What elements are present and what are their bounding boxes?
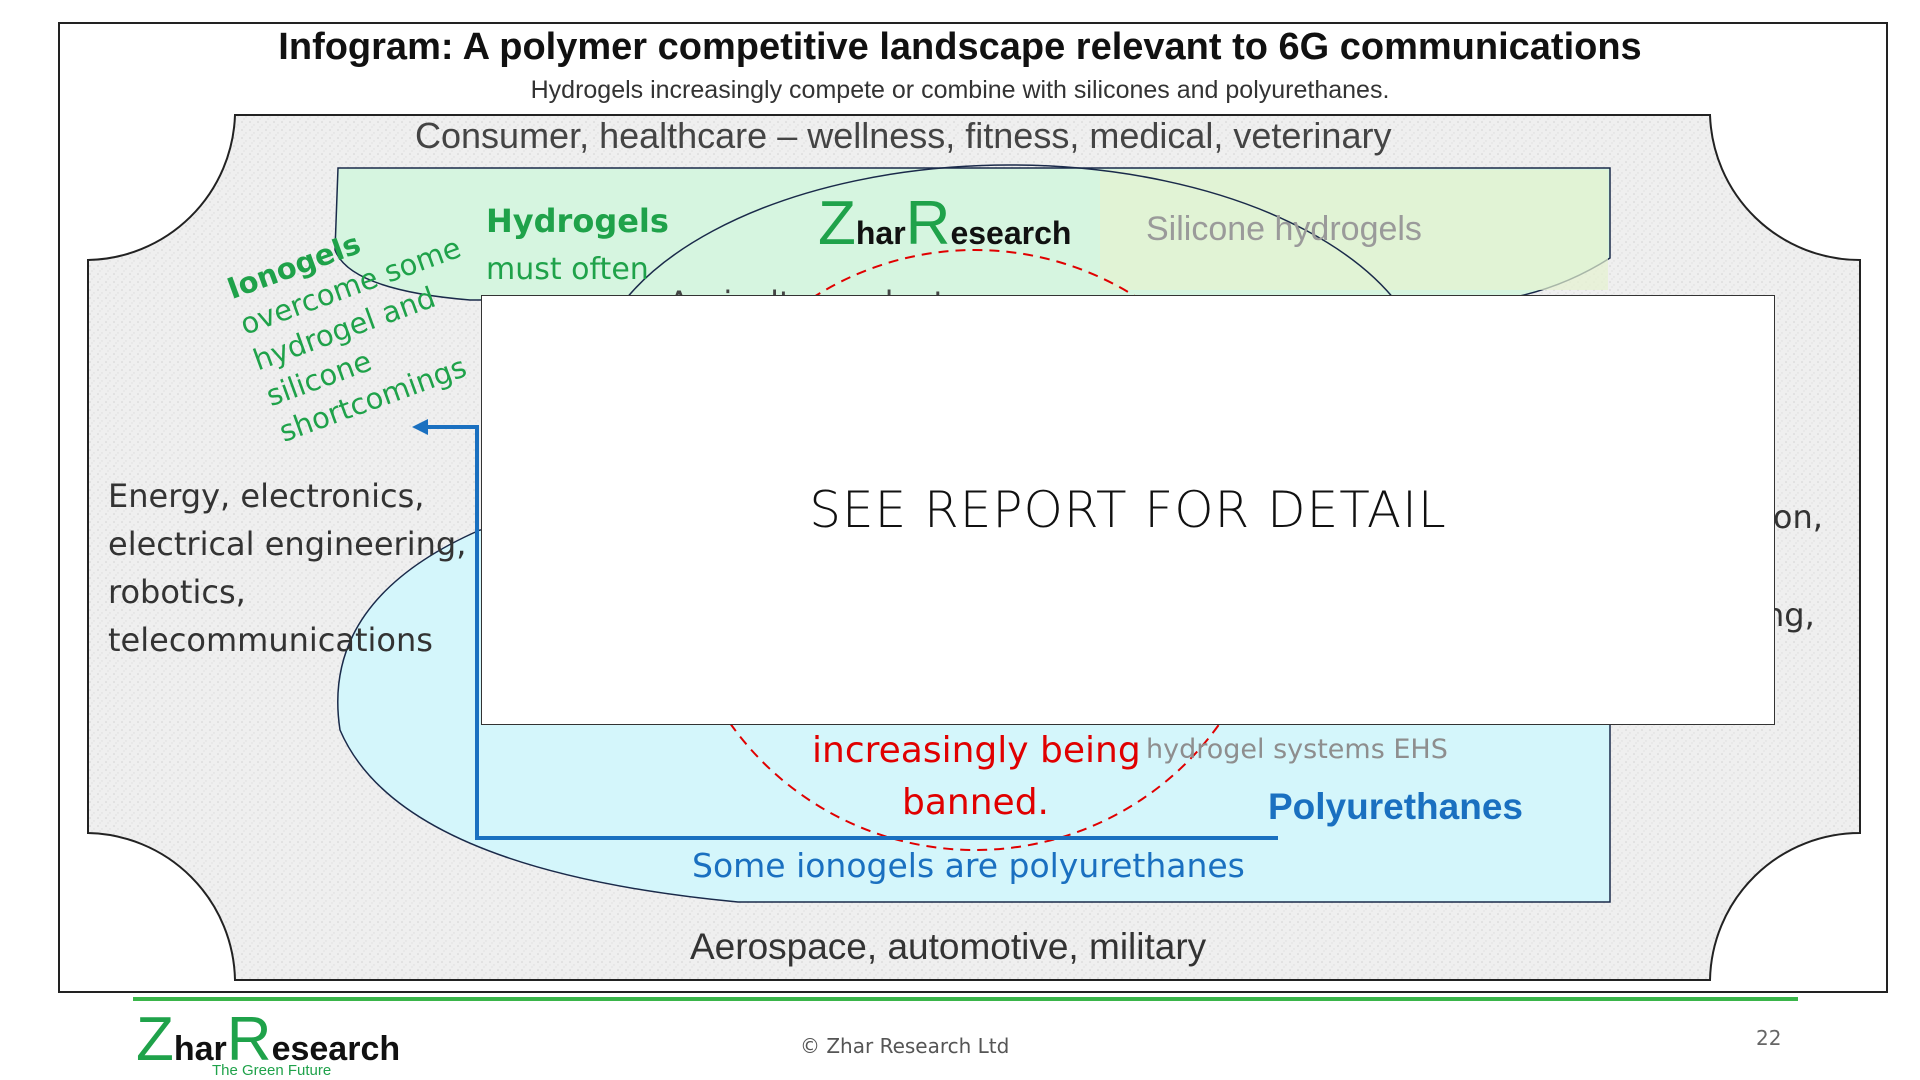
page-number: 22 (1756, 1026, 1782, 1050)
footer-logo-har: har (173, 1030, 227, 1068)
sector-energy-electronics: Energy, electronics, electrical engineer… (108, 477, 467, 659)
footer-logo-z: Z (136, 1005, 174, 1074)
silicone-hydrogels-region (1100, 170, 1608, 290)
center-logo: ZharResearch (818, 188, 1071, 259)
logo-har: har (855, 215, 906, 251)
overlay-text: SEE REPORT FOR DETAIL (809, 481, 1447, 539)
logo-z: Z (818, 189, 856, 258)
footer-logo-esearch: esearch (271, 1030, 401, 1068)
hydrogels-text: must often (486, 252, 649, 287)
silicone-hydrogels-label: Silicone hydrogels (1146, 210, 1422, 248)
ionogel-polyurethane-arrow (420, 425, 1278, 840)
footer-logo-r: R (226, 1005, 272, 1074)
logo-r: R (905, 189, 951, 258)
report-overlay-box: SEE REPORT FOR DETAIL (481, 295, 1775, 725)
hydrogels-title: Hydrogels (486, 202, 669, 240)
sector-consumer-healthcare: Consumer, healthcare – wellness, fitness… (415, 115, 1392, 156)
hydrogel-systems-label: hydrogel systems EHS (1146, 734, 1448, 765)
banned-text-line2: banned. (902, 782, 1049, 823)
sector-aerospace: Aerospace, automotive, military (690, 926, 1207, 967)
footer-divider (133, 997, 1798, 1001)
polyurethanes-label: Polyurethanes (1268, 786, 1523, 827)
banned-text-line1: increasingly being (812, 730, 1141, 771)
footer-logo: ZharResearch (136, 1004, 400, 1075)
page-subtitle: Hydrogels increasingly compete or combin… (530, 76, 1390, 104)
page-title: Infogram: A polymer competitive landscap… (278, 26, 1642, 68)
arrow-head-icon (412, 419, 428, 435)
some-ionogels-label: Some ionogels are polyurethanes (692, 846, 1245, 885)
logo-esearch: esearch (950, 215, 1072, 251)
copyright: © Zhar Research Ltd (800, 1034, 1010, 1058)
footer-tagline: The Green Future (212, 1062, 332, 1079)
